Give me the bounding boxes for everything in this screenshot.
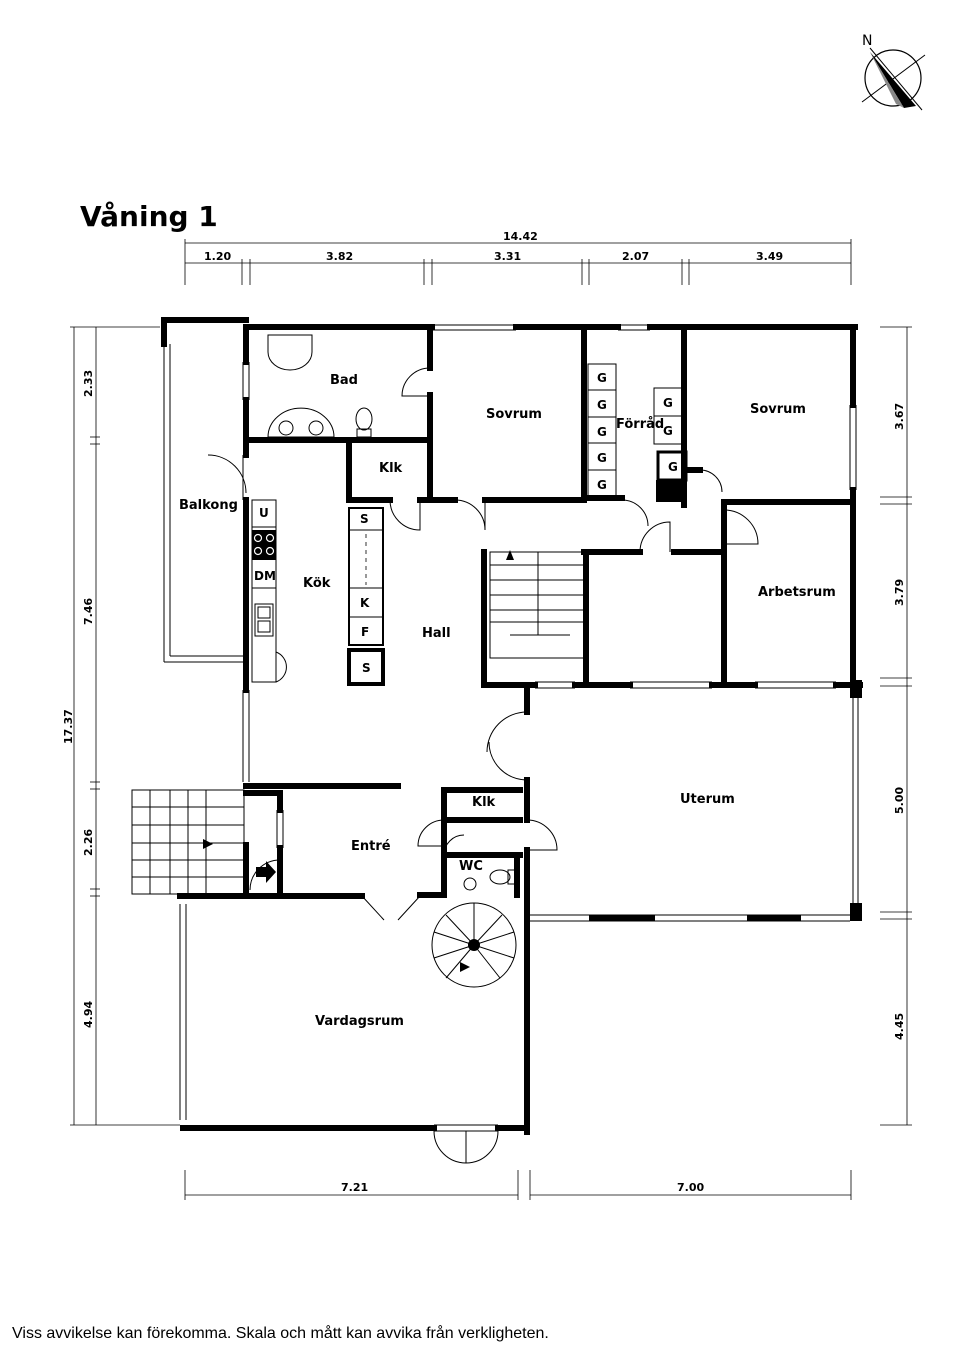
room-arbetsrum: Arbetsrum	[758, 585, 836, 600]
kitchen-sink-icon	[254, 603, 274, 637]
dim-left-1: 2.33	[82, 370, 95, 397]
dim-left-4: 4.94	[82, 1001, 95, 1028]
dim-top-1: 1.20	[204, 250, 231, 263]
north-arrow-shade	[870, 52, 904, 108]
dim-bottom-1: 7.21	[341, 1181, 368, 1194]
fixture-g-6: G	[663, 396, 673, 410]
entrance-arrow-icon	[256, 861, 276, 883]
compass-circle	[864, 49, 922, 107]
dim-bottom-2: 7.00	[677, 1181, 704, 1194]
dim-right-3: 5.00	[893, 787, 906, 814]
fixture-labels: U DM S K F S G G G G G G G G	[254, 371, 678, 675]
room-bad: Bad	[330, 373, 358, 388]
bottom-dimensions: 7.21 7.00	[184, 1170, 852, 1200]
room-vardagsrum: Vardagsrum	[315, 1014, 404, 1029]
fixture-g-2: G	[597, 398, 607, 412]
toilet-icon	[355, 407, 373, 431]
compass-cross	[861, 54, 926, 103]
storage-fixtures	[456, 363, 688, 819]
wc-sink-icon	[463, 877, 477, 891]
north-label: N	[862, 33, 872, 49]
room-klk-2: Klk	[472, 795, 496, 810]
fixture-f: F	[361, 625, 369, 639]
stairs	[131, 550, 585, 988]
dim-top-total: 14.42	[503, 230, 538, 243]
dim-top-3: 3.31	[494, 250, 521, 263]
fixture-g-8: G	[668, 460, 678, 474]
fixture-u: U	[259, 506, 269, 520]
dim-left-3: 2.26	[82, 829, 95, 856]
compass: N	[861, 33, 926, 111]
dim-right-2: 3.79	[893, 579, 906, 606]
fixture-k: K	[360, 596, 370, 610]
entry-arrow-icon	[203, 839, 213, 849]
wc-toilet-icon	[489, 869, 511, 885]
fixture-s-2: S	[362, 661, 371, 675]
room-hall: Hall	[422, 626, 451, 641]
room-klk-1: Klk	[379, 461, 403, 476]
fixture-g-5: G	[597, 478, 607, 492]
fixture-g-7: G	[663, 424, 673, 438]
dim-top-4: 2.07	[622, 250, 649, 263]
dim-right-1: 3.67	[893, 403, 906, 430]
dim-top-2: 3.82	[326, 250, 353, 263]
bathtub-icon	[267, 334, 313, 371]
compass-axis	[869, 47, 923, 111]
room-kok: Kök	[303, 576, 331, 591]
sink-counter-icon	[267, 407, 335, 438]
room-sovrum-2: Sovrum	[750, 402, 806, 417]
dim-left-total: 17.37	[62, 709, 75, 744]
stair-up-arrow-icon	[506, 550, 514, 560]
room-wc: WC	[459, 859, 483, 874]
fixture-g-1: G	[597, 371, 607, 385]
floor-title: Våning 1	[80, 200, 218, 233]
fixture-dm: DM	[254, 569, 276, 583]
room-entre: Entré	[351, 839, 391, 854]
spiral-arrow-icon	[460, 962, 470, 972]
right-dimensions: 3.67 3.79 5.00 4.45	[880, 326, 912, 1126]
room-balkong: Balkong	[179, 498, 238, 513]
room-uterum: Uterum	[680, 792, 735, 807]
walls	[161, 317, 863, 1135]
dim-top-5: 3.49	[756, 250, 783, 263]
left-dimensions: 17.37 2.33 7.46 2.26 4.94	[62, 326, 180, 1126]
bathroom-fixtures	[267, 334, 517, 891]
north-arrow-icon	[870, 52, 916, 108]
room-sovrum-1: Sovrum	[486, 407, 542, 422]
dim-left-2: 7.46	[82, 598, 95, 625]
fixture-s-1: S	[360, 512, 369, 526]
room-forrad: Förråd	[616, 417, 664, 432]
top-dimensions: 14.42 1.20 3.82 3.31 2.07 3.49	[184, 230, 852, 285]
room-labels: Bad Sovrum Förråd Sovrum Balkong Klk Kök…	[179, 373, 836, 1029]
fixture-g-4: G	[597, 451, 607, 465]
kitchen-fixtures	[251, 499, 385, 686]
stove-icon	[252, 530, 276, 560]
disclaimer: Viss avvikelse kan förekomma. Skala och …	[12, 1325, 549, 1342]
dim-right-4: 4.45	[893, 1013, 906, 1040]
fixture-g-3: G	[597, 425, 607, 439]
